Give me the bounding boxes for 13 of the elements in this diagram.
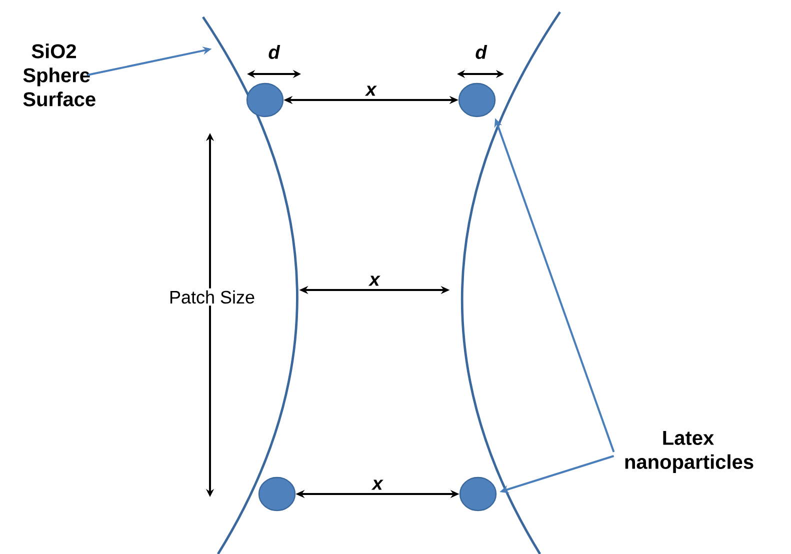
edge-label: x [364,86,377,96]
dimension-label: d [476,45,488,59]
nanoparticle [459,476,497,512]
nanoparticle [246,82,284,118]
callout-text: SiO2 Sphere Surface [23,44,96,106]
nanoparticle [258,476,296,512]
edge-label: x [368,276,380,286]
dimension-label: Patch Size [166,288,258,306]
sphere-surface-arc [461,11,562,554]
callout-text: Latex nanoparticles [625,431,754,473]
nanoparticle [458,82,496,118]
dimension-label: d [268,45,280,59]
edge-label: x [371,480,384,490]
